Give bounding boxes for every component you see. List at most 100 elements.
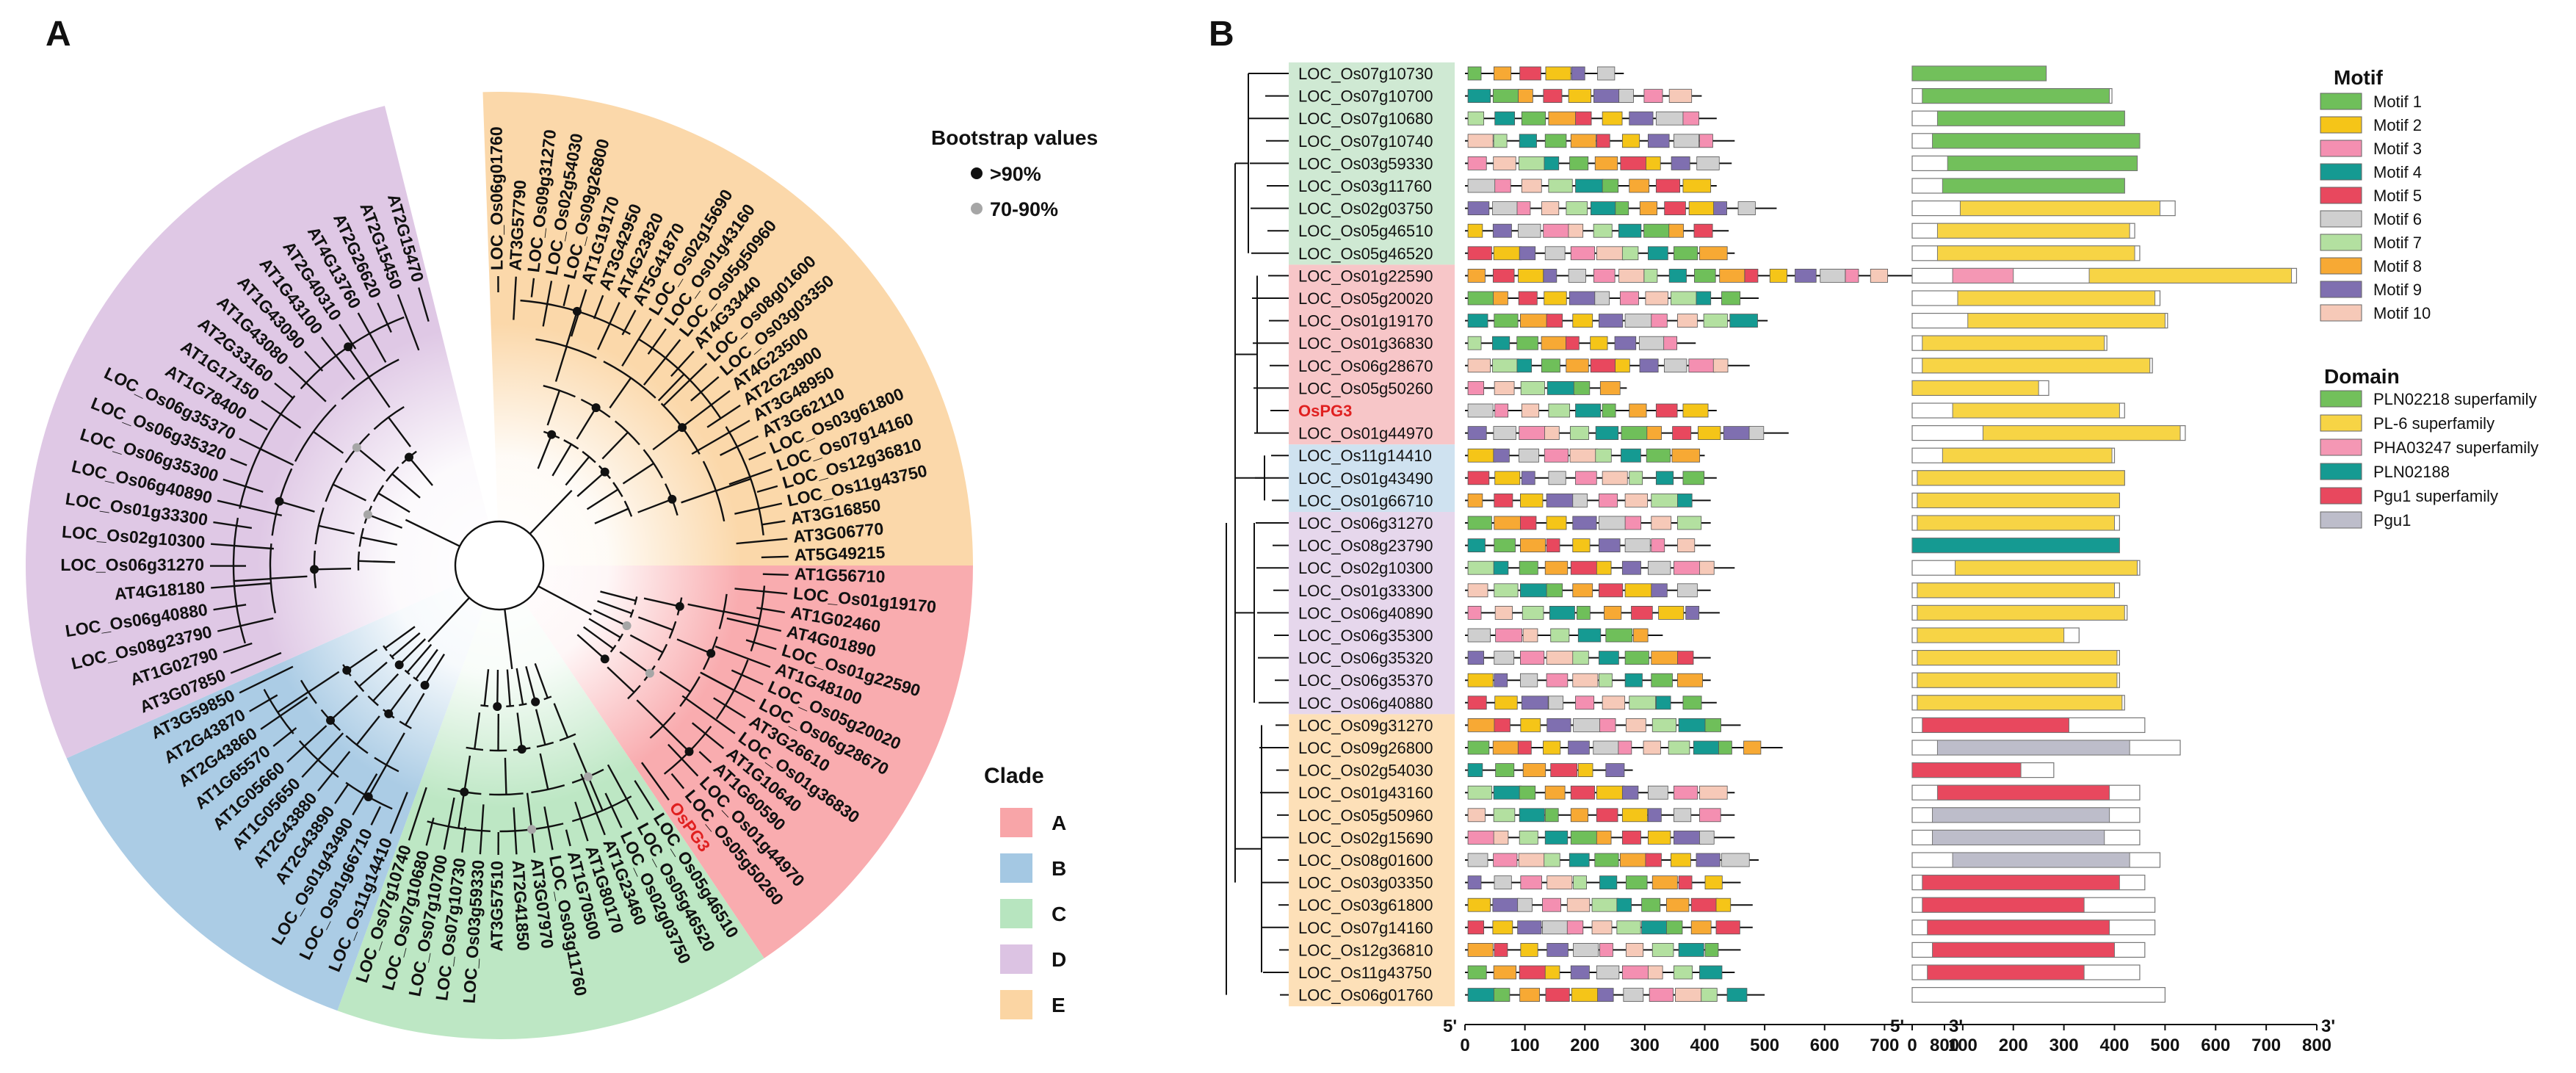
clade-legend-title: Clade [984, 764, 1044, 788]
motif-box [1699, 785, 1728, 800]
motif-box [1696, 853, 1721, 867]
internal-radial-branch [565, 456, 590, 486]
motif-swatch [2320, 116, 2362, 134]
motif-box [1546, 651, 1575, 665]
internal-radial-branch [347, 346, 370, 378]
leaf-branch [334, 784, 350, 804]
axis-tick-label: 800 [2302, 1036, 2331, 1055]
motif-box [1517, 920, 1542, 935]
motif-box [1566, 897, 1591, 912]
leaf-branch [565, 829, 571, 847]
motif-box [1572, 538, 1591, 552]
internal-radial-branch [537, 434, 553, 469]
motif-box [1682, 111, 1699, 126]
internal-radial-branch [346, 649, 378, 671]
motif-box [1599, 718, 1616, 732]
motif-box [1718, 740, 1732, 755]
leaf-branch [748, 451, 767, 460]
motif-box [1795, 268, 1817, 283]
motif-box [1521, 471, 1535, 485]
motif-box [1651, 516, 1672, 530]
internal-radial-branch [723, 610, 760, 620]
motif-box [1467, 583, 1488, 598]
motif-box [1493, 156, 1516, 170]
internal-radial-branch [676, 638, 712, 654]
panel-a-phylogenetic-tree: A LOC_Os06g01760AT3G57790LOC_Os09g31270L… [26, 15, 1098, 1039]
motif-box [1591, 920, 1613, 935]
motif-legend-label: Motif 5 [2373, 187, 2422, 205]
motif-box [1544, 831, 1569, 845]
motif-box [1570, 965, 1590, 980]
leaf-branch [304, 350, 324, 372]
internal-radial-branch [405, 693, 425, 726]
internal-radial-branch [474, 712, 481, 749]
leaf-branch [222, 478, 264, 493]
motif-box [1467, 134, 1494, 148]
axis-five-prime: 5' [1443, 1016, 1457, 1036]
motif-box [1520, 875, 1542, 889]
motif-box [1467, 673, 1494, 687]
motif-box [1651, 943, 1674, 957]
motif-box [1624, 538, 1651, 552]
internal-radial-branch [662, 725, 690, 753]
internal-arc-branch [489, 792, 524, 796]
leaf-branch [762, 573, 789, 577]
motif-box [1639, 358, 1659, 373]
motif-box [1678, 943, 1704, 957]
internal-radial-branch [565, 311, 579, 347]
motif-box [1467, 403, 1494, 418]
internal-radial-branch [496, 669, 499, 707]
leaf-branch [370, 806, 382, 825]
clade-swatch-e [1000, 990, 1032, 1019]
motif-box [1543, 89, 1563, 103]
clade-sector-c [337, 601, 764, 1039]
internal-arc-branch [543, 385, 576, 398]
bootstrap-node [706, 649, 716, 658]
internal-radial-branch [367, 513, 403, 529]
motif-box [1520, 673, 1538, 687]
clade-legend-label: E [1052, 994, 1066, 1016]
bootstrap-node [600, 467, 609, 477]
internal-radial-branch [330, 695, 358, 721]
motif-box [1570, 560, 1598, 575]
motif-box [1651, 673, 1673, 687]
motif-swatch [2320, 93, 2362, 110]
motif-box [1495, 763, 1515, 777]
motif-box [1467, 808, 1486, 823]
motif-box [1494, 111, 1516, 126]
motif-box [1544, 426, 1560, 440]
motif-box [1571, 66, 1585, 81]
motif-box [1698, 426, 1721, 440]
motif-box [1467, 920, 1485, 935]
internal-arc-branch [536, 741, 554, 748]
motif-box [1492, 920, 1513, 935]
leaf-branch [667, 743, 699, 777]
gene-rows: LOC_Os07g10730LOC_Os07g10700LOC_Os07g106… [1298, 65, 2298, 1005]
domain-swatch [2320, 438, 2362, 456]
domain-box [1917, 672, 2118, 688]
internal-radial-branch [398, 638, 427, 666]
bootstrap-node [600, 654, 609, 664]
motif-box [1596, 134, 1610, 148]
bootstrap-node [493, 701, 502, 711]
domain-box [2088, 267, 2293, 283]
motif-box [1519, 448, 1539, 463]
internal-radial-branch [367, 764, 388, 798]
motif-box [1624, 314, 1654, 328]
motif-box [1599, 673, 1613, 687]
internal-radial-branch [525, 665, 537, 702]
motif-box [1494, 696, 1518, 710]
motif-box [1467, 314, 1488, 328]
leaf-branch [211, 582, 272, 589]
motif-box [1651, 538, 1665, 552]
leaf-branch [736, 538, 788, 545]
axis-tick-label: 700 [1870, 1036, 1899, 1055]
motif-box [1590, 201, 1616, 216]
motif-box [1568, 223, 1584, 238]
motif-box [1590, 336, 1608, 350]
motif-box [1703, 314, 1728, 328]
motif-box [1494, 494, 1513, 507]
leaf-branch [286, 725, 328, 763]
internal-arc-branch [386, 466, 399, 483]
